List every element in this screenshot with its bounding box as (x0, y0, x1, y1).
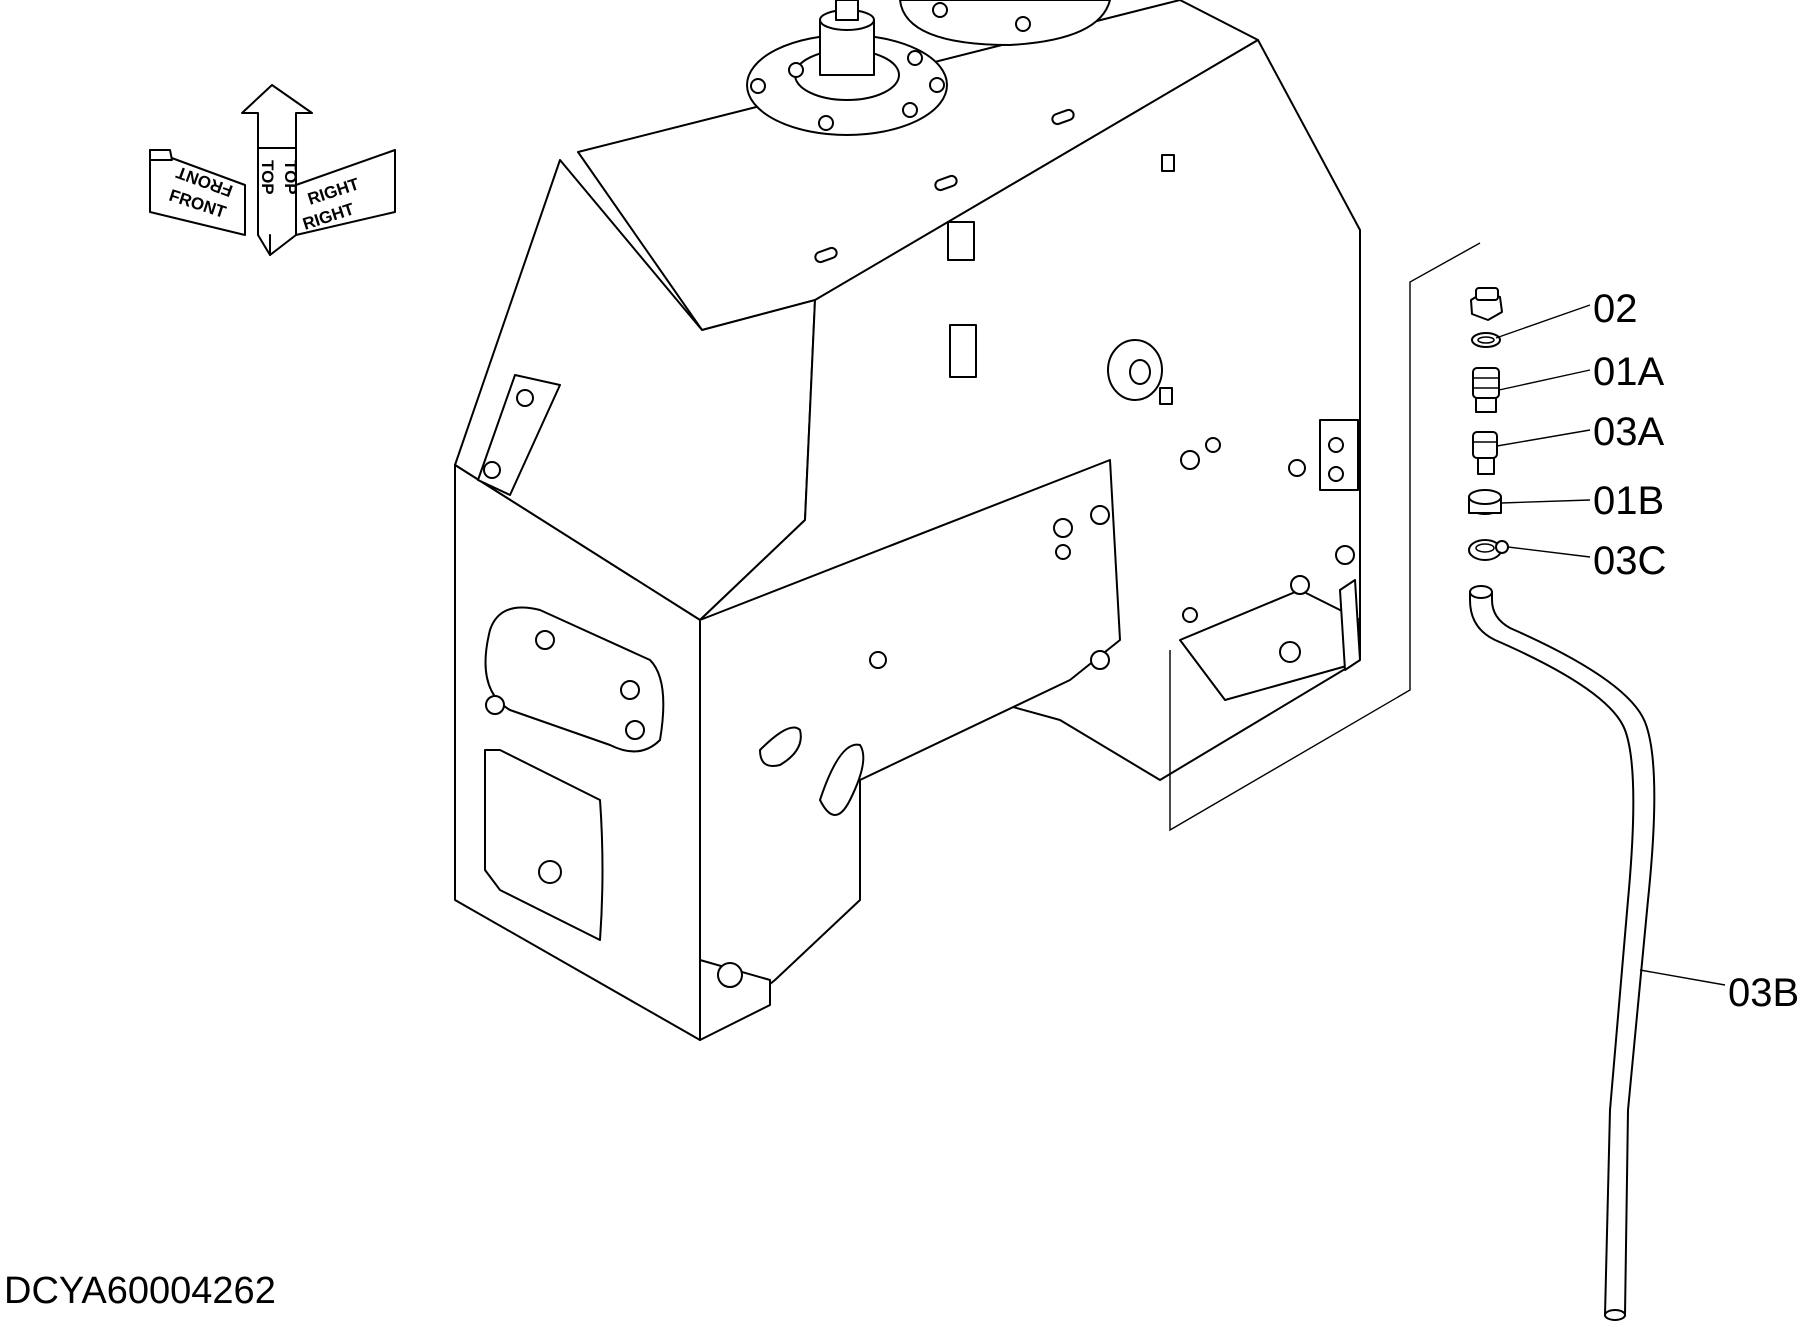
leader-lines (1495, 304, 1726, 986)
top-label: TOP (258, 160, 277, 195)
top-label-2: TOP (281, 160, 300, 195)
right-arrow-shape (295, 149, 396, 236)
drawing-id: DCYA60004262 (4, 1270, 276, 1312)
flange-bolts (750, 2, 1031, 131)
hose-part-03b (1469, 585, 1656, 1321)
inspection-cover (484, 749, 604, 941)
tank-body (454, 0, 1361, 1041)
callout-03a: 03A (1593, 410, 1664, 454)
top-arrow-shape (241, 84, 313, 149)
explosion-guide-lines (1169, 242, 1481, 832)
fitting-part-03a (1472, 431, 1498, 459)
top-arrow-stem (257, 147, 297, 256)
callout-01b: 01B (1593, 479, 1664, 523)
top-slots (814, 108, 1075, 264)
top-cover-plate (899, 0, 1111, 46)
callout-labels: 02 01A 03A 01B 03C 03B (1593, 287, 1799, 1015)
front-mount-plate (484, 606, 665, 753)
callout-01a: 01A (1593, 350, 1664, 394)
orientation-indicator: FRONT FRONT TOP TOP RIGHT RIGHT (149, 84, 396, 256)
seam-bolts (869, 437, 1221, 670)
front-arrow-tip (149, 149, 173, 161)
base-foot-left (699, 959, 771, 1041)
callout-03b: 03B (1728, 971, 1799, 1015)
side-bracket-1 (947, 221, 975, 261)
adapter-part-01a (1472, 367, 1500, 399)
front-arrow-shape (149, 149, 246, 236)
side-oval-slot (819, 743, 865, 816)
filler-cap-knob (835, 0, 859, 21)
callout-03c: 03C (1593, 539, 1666, 583)
side-stud (1161, 154, 1175, 172)
callout-02: 02 (1593, 287, 1638, 331)
side-bracket-2 (949, 324, 977, 378)
exploded-parts (1468, 287, 1656, 1321)
